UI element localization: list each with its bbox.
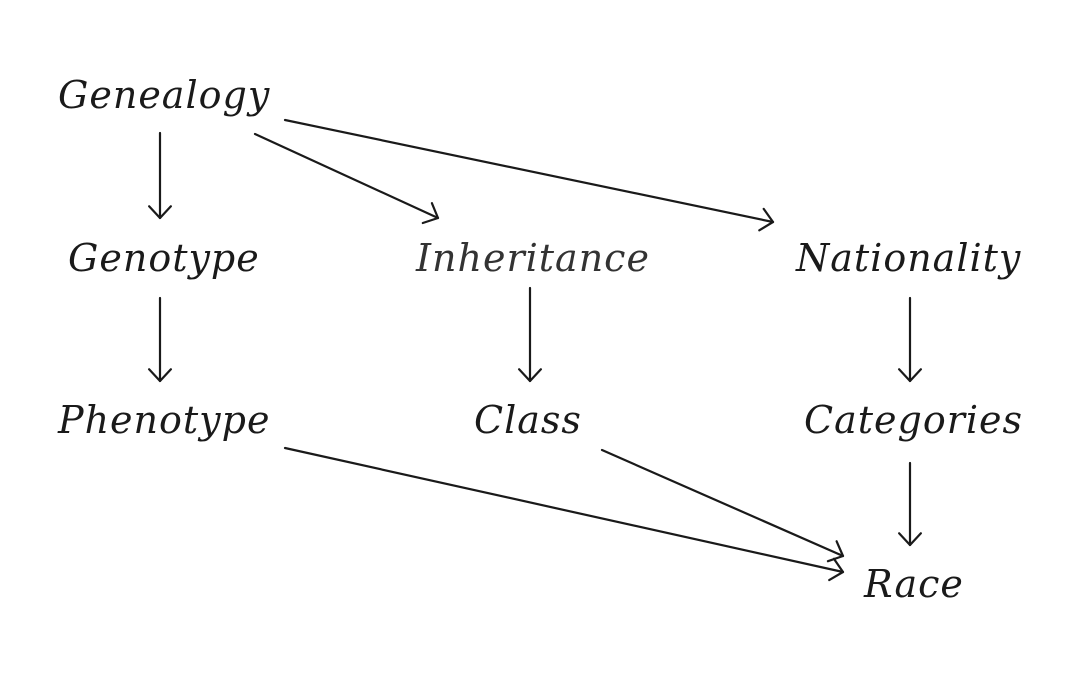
- arrow-head-icon: [518, 368, 542, 383]
- arrow-categories-to-race: [898, 461, 922, 547]
- arrow-head-icon: [898, 532, 922, 547]
- arrow-head-icon: [148, 205, 172, 220]
- node-phenotype: Phenotype: [58, 398, 271, 442]
- node-categories: Categories: [804, 398, 1023, 442]
- node-race: Race: [864, 562, 964, 606]
- arrow-genealogy-to-inheritance: [253, 132, 440, 225]
- node-genotype: Genotype: [68, 236, 260, 280]
- arrow-phenotype-to-race: [283, 446, 845, 582]
- arrow-shaft: [600, 448, 845, 558]
- arrow-genotype-to-phenotype: [148, 296, 172, 383]
- arrow-head-icon: [148, 368, 172, 383]
- arrow-inheritance-to-class: [518, 286, 542, 383]
- arrow-genealogy-to-nationality: [283, 118, 775, 232]
- node-inheritance: Inheritance: [416, 236, 650, 280]
- arrow-genealogy-to-genotype: [148, 131, 172, 220]
- arrow-head-icon: [828, 557, 845, 582]
- arrow-head-icon: [421, 202, 440, 225]
- arrow-head-icon: [898, 368, 922, 383]
- arrow-shaft: [253, 132, 440, 220]
- node-genealogy: Genealogy: [58, 73, 271, 117]
- node-nationality: Nationality: [796, 236, 1022, 280]
- arrow-shaft: [283, 446, 845, 574]
- arrow-head-icon: [826, 540, 845, 563]
- arrow-shaft: [283, 118, 775, 224]
- arrow-head-icon: [758, 207, 775, 232]
- node-class: Class: [474, 398, 582, 442]
- arrow-class-to-race: [600, 448, 845, 563]
- arrow-nationality-to-categories: [898, 296, 922, 383]
